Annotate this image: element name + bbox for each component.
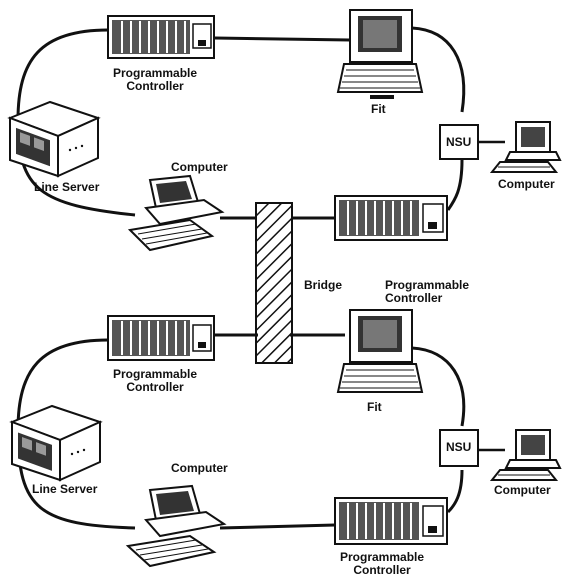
nsu-box xyxy=(439,429,479,467)
label-nsu: NSU xyxy=(446,135,472,149)
nsu-box xyxy=(439,124,479,160)
label-nsu: NSU xyxy=(446,440,472,454)
label-fit: Fit xyxy=(371,102,386,116)
label-bridge: Bridge xyxy=(304,278,343,292)
label-computer: Computer xyxy=(171,160,228,174)
computer-left-icon xyxy=(125,484,227,568)
computer-right-icon xyxy=(489,429,562,481)
computer-right-icon xyxy=(489,121,562,173)
label-fit: Fit xyxy=(367,400,382,414)
cable-nsu-to-plc xyxy=(446,159,464,211)
cable-plc-to-fit xyxy=(214,36,351,42)
line-server-icon xyxy=(9,404,103,482)
network-bottom xyxy=(9,309,562,568)
programmable-controller-right-icon xyxy=(334,195,448,241)
cable-fit-to-nsu-bottom xyxy=(411,346,466,427)
programmable-controller-icon xyxy=(107,15,215,59)
network-top xyxy=(7,9,562,364)
bridge-icon xyxy=(255,202,293,364)
programmable-controller-right-icon xyxy=(334,497,448,545)
programmable-controller-icon xyxy=(107,315,215,361)
label-line-server: Line Server xyxy=(32,482,98,496)
cable-computer-to-plc-bottom xyxy=(219,523,336,530)
fit-terminal-icon xyxy=(336,309,424,393)
line-server-icon xyxy=(7,100,101,178)
computer-left-icon xyxy=(127,174,225,252)
cable-fit-to-nsu xyxy=(411,26,466,113)
label-computer: Computer xyxy=(171,461,228,475)
label-computer: Computer xyxy=(498,177,555,191)
label-computer: Computer xyxy=(494,483,551,497)
fit-terminal-icon xyxy=(336,9,424,99)
label-line-server: Line Server xyxy=(34,180,100,194)
cable-nsu-to-plc-bottom xyxy=(446,469,464,514)
